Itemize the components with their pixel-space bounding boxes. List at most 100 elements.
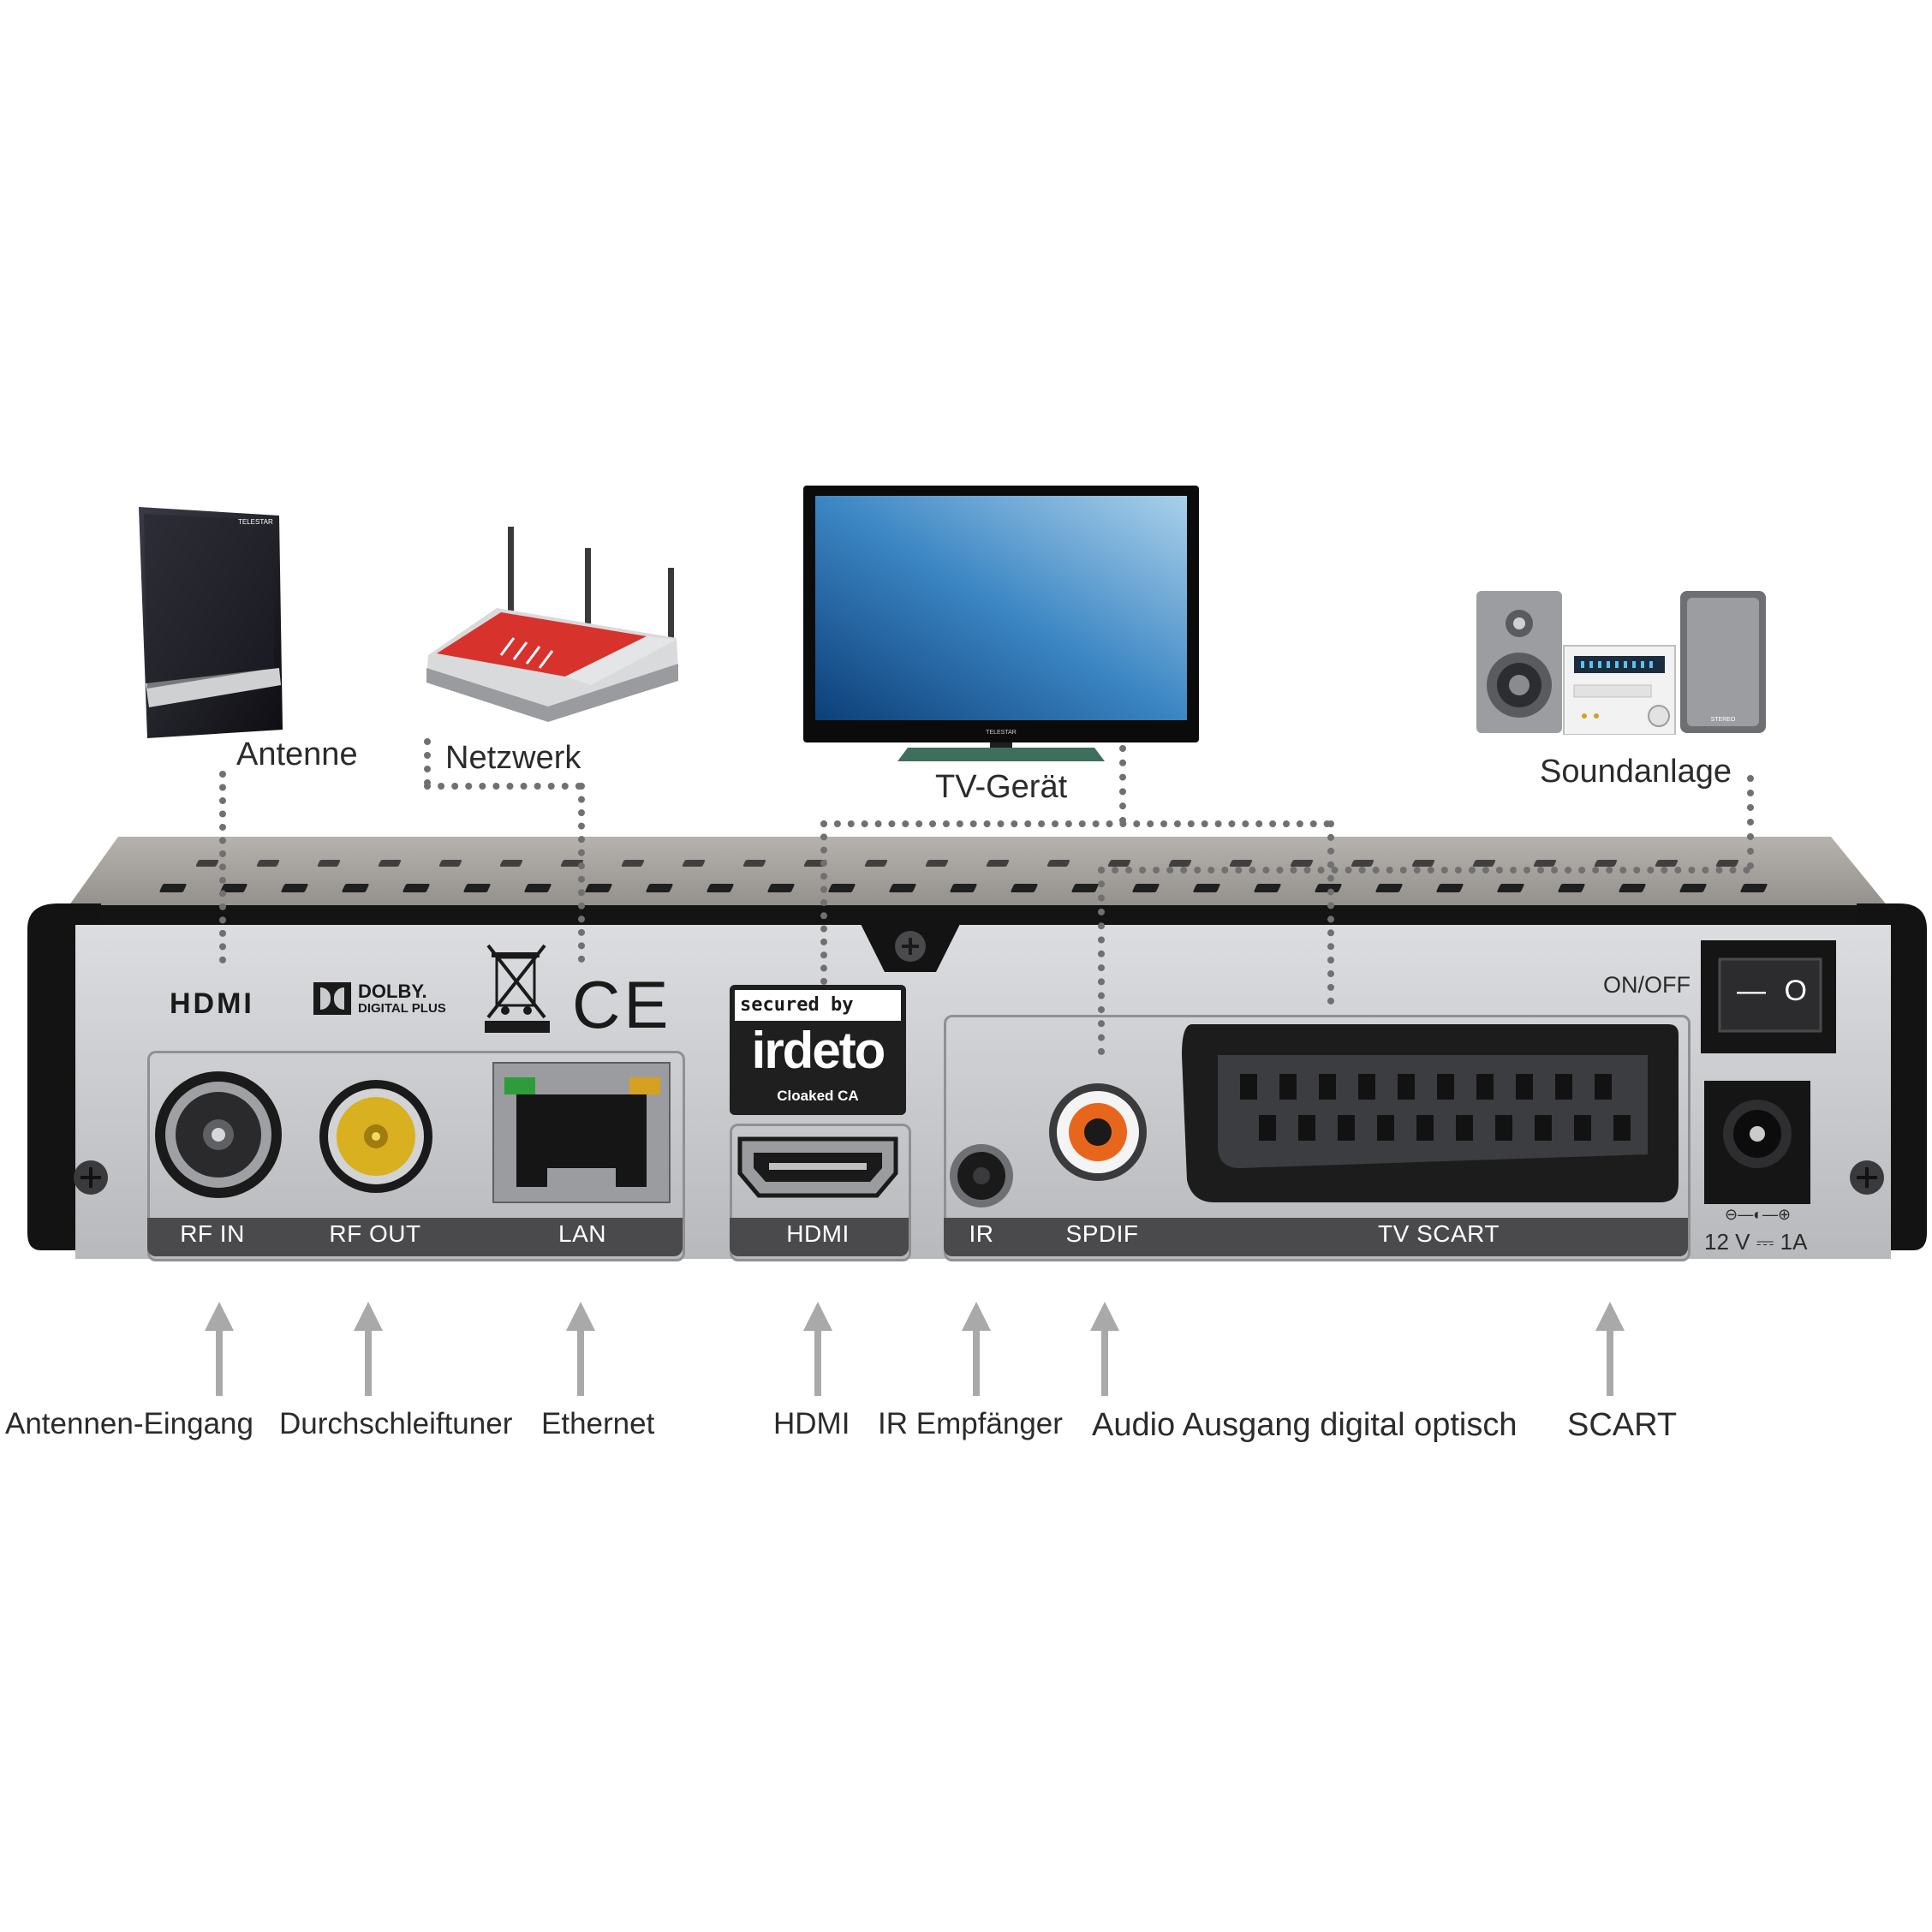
vent-slot	[1351, 860, 1374, 867]
vent-slot	[499, 860, 523, 867]
scart-pin	[1476, 1074, 1494, 1100]
vent-slot	[158, 884, 188, 892]
network-label: Netzwerk	[445, 740, 581, 776]
arrow-up-icon	[354, 1302, 383, 1331]
vent-slot	[1533, 860, 1557, 867]
port-frame-rf-lan	[147, 1051, 685, 1261]
description-ir-empfaenger: IR Empfänger	[878, 1407, 1063, 1440]
dc-rating: 12 V ⎓ 1A	[1704, 1229, 1808, 1255]
vent-slot	[317, 860, 341, 867]
tv-label: TV-Gerät	[935, 769, 1068, 805]
vent-slot	[1253, 884, 1282, 892]
dolby-logo: DOLBY. DIGITAL PLUS	[313, 981, 450, 1020]
arrow-shaft	[216, 1329, 223, 1396]
tv-icon: TELESTAR	[803, 486, 1199, 762]
power-switch[interactable]: — O	[1701, 940, 1836, 1053]
scart-pin	[1240, 1074, 1257, 1100]
description-antennen-eingang: Antennen-Eingang	[5, 1407, 253, 1440]
scart-pin	[1358, 1074, 1375, 1100]
vent-slot	[1557, 884, 1586, 892]
vent-slot	[1715, 860, 1739, 867]
port-label-rf-in: RF IN	[180, 1220, 245, 1247]
connector-line-sound-bar	[1098, 867, 1750, 874]
arrow-up-icon	[803, 1302, 832, 1331]
svg-text:TELESTAR: TELESTAR	[986, 730, 1017, 736]
scart-pin	[1595, 1074, 1612, 1100]
stereo-logo: STEREO	[1711, 717, 1736, 723]
connector-line-tv-scart	[1327, 820, 1334, 1005]
irdeto-cloaked-text: Cloaked CA	[777, 1088, 859, 1104]
vent-slot	[706, 884, 735, 892]
description-scart: SCART	[1567, 1407, 1678, 1443]
antenna-label: Antenne	[236, 736, 358, 772]
scart-pin	[1495, 1115, 1512, 1141]
connector-line-sound-spdif	[1098, 867, 1105, 1055]
description-durchschleiftuner: Durchschleiftuner	[279, 1407, 513, 1440]
port-label-spdif: SPDIF	[1065, 1220, 1139, 1247]
vent-slot	[280, 884, 309, 892]
port-label-lan: LAN	[558, 1220, 606, 1247]
port-frame-hdmi	[730, 1124, 911, 1261]
vent-slot	[888, 884, 917, 892]
arrow-shaft	[973, 1329, 980, 1396]
dolby-subtext: DIGITAL PLUS	[358, 1001, 446, 1016]
arrow-shaft	[1101, 1329, 1108, 1396]
spdif-connector	[1048, 1082, 1148, 1182]
irdeto-secured-text: secured by	[735, 990, 901, 1021]
vent-slot	[1679, 884, 1708, 892]
connector-line-tv-bar	[820, 820, 1331, 827]
vent-slot	[827, 884, 856, 892]
vent-slot	[1131, 884, 1160, 892]
irdeto-badge: secured by irdeto Cloaked CA	[730, 985, 906, 1115]
dolby-text: DOLBY.	[358, 981, 427, 1002]
vent-slot	[378, 860, 402, 867]
arrow-up-icon	[205, 1302, 234, 1331]
vent-slot	[341, 884, 370, 892]
port-label-ir: IR	[969, 1220, 994, 1247]
arrow-up-icon	[1595, 1302, 1625, 1331]
scart-pin	[1516, 1074, 1533, 1100]
vent-slot	[864, 860, 888, 867]
power-label: ON/OFF	[1603, 972, 1690, 998]
port-label-rf-out: RF OUT	[329, 1220, 421, 1247]
vent-slot	[402, 884, 431, 892]
vent-slot	[1070, 884, 1100, 892]
vent-slot	[1472, 860, 1496, 867]
port-label-hdmi: HDMI	[786, 1220, 850, 1247]
vent-slot	[584, 884, 613, 892]
rf-out-connector	[319, 1079, 433, 1194]
description-audio-ausgang: Audio Ausgang digital optisch	[1092, 1407, 1518, 1443]
vent-slot	[1010, 884, 1039, 892]
arrow-up-icon	[1090, 1302, 1119, 1331]
vent-slot	[682, 860, 706, 867]
vent-slot	[949, 884, 978, 892]
port-label-scart: TV SCART	[1378, 1220, 1500, 1247]
scart-pin	[1555, 1074, 1572, 1100]
scart-pin	[1338, 1115, 1355, 1141]
scart-pin	[1456, 1115, 1473, 1141]
hdmi-port	[735, 1132, 901, 1201]
connector-line-network-right	[578, 783, 585, 963]
connector-line-network-top	[424, 783, 582, 790]
label-strip-1	[147, 1218, 683, 1256]
scart-pin	[1416, 1115, 1434, 1141]
hdmi-logo: HDMI	[170, 987, 254, 1020]
vent-slot	[766, 884, 796, 892]
vent-slot	[621, 860, 645, 867]
scart-pin	[1259, 1115, 1276, 1141]
arrow-shaft	[814, 1329, 821, 1396]
antenna-icon: TELESTAR	[135, 505, 285, 741]
scart-pin	[1279, 1074, 1297, 1100]
scart-pin	[1377, 1115, 1394, 1141]
arrow-shaft	[577, 1329, 584, 1396]
vent-slot	[1496, 884, 1525, 892]
weee-bin-icon	[485, 942, 550, 1036]
vent-slot	[925, 860, 949, 867]
port-frame-av	[944, 1015, 1690, 1261]
vent-slot	[1290, 860, 1314, 867]
power-switch-symbols: — O	[1737, 975, 1812, 1007]
ce-logo: CE	[572, 967, 672, 1042]
vent-slot	[195, 860, 219, 867]
scart-pin	[1613, 1115, 1631, 1141]
sound-label: Soundanlage	[1540, 754, 1732, 790]
